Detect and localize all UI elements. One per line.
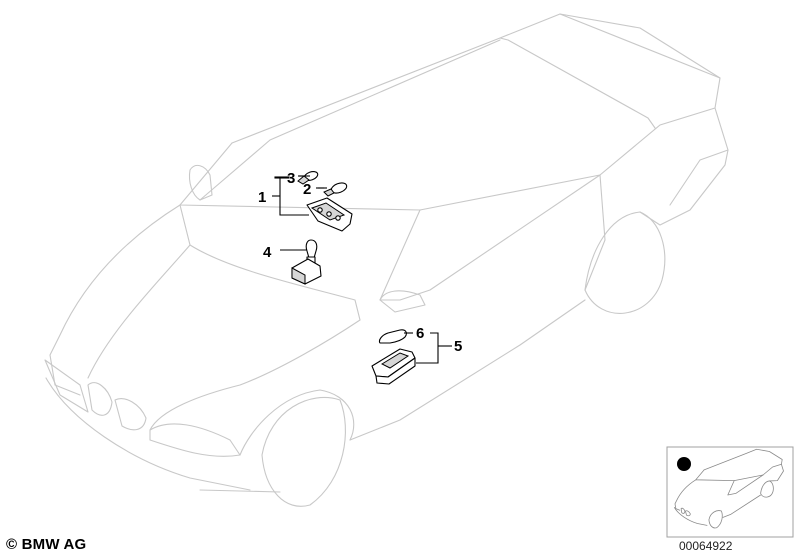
callout-2: 2 <box>303 181 311 198</box>
leader-lines-1-2-3 <box>272 175 324 216</box>
callout-labels: 1 2 3 4 5 6 <box>258 170 462 355</box>
callout-4: 4 <box>263 244 272 261</box>
bulb-part-2 <box>318 182 348 197</box>
festoon-bulb-part-6 <box>378 329 413 344</box>
copyright-text: © BMW AG <box>6 536 87 553</box>
callout-6: 6 <box>416 325 424 342</box>
lamp-socket-part-4 <box>280 239 322 285</box>
callout-1: 1 <box>258 189 266 206</box>
callout-3: 3 <box>287 170 295 187</box>
car-outline <box>44 13 729 507</box>
location-marker-dot <box>677 457 691 471</box>
lamp-housing-part-5 <box>371 348 416 385</box>
interior-light-housing-part-1 <box>306 197 353 232</box>
thumbnail-inset <box>666 446 794 538</box>
callout-5: 5 <box>454 338 462 355</box>
document-number: 00064922 <box>679 539 733 553</box>
leader-lines-5-6 <box>416 332 452 364</box>
